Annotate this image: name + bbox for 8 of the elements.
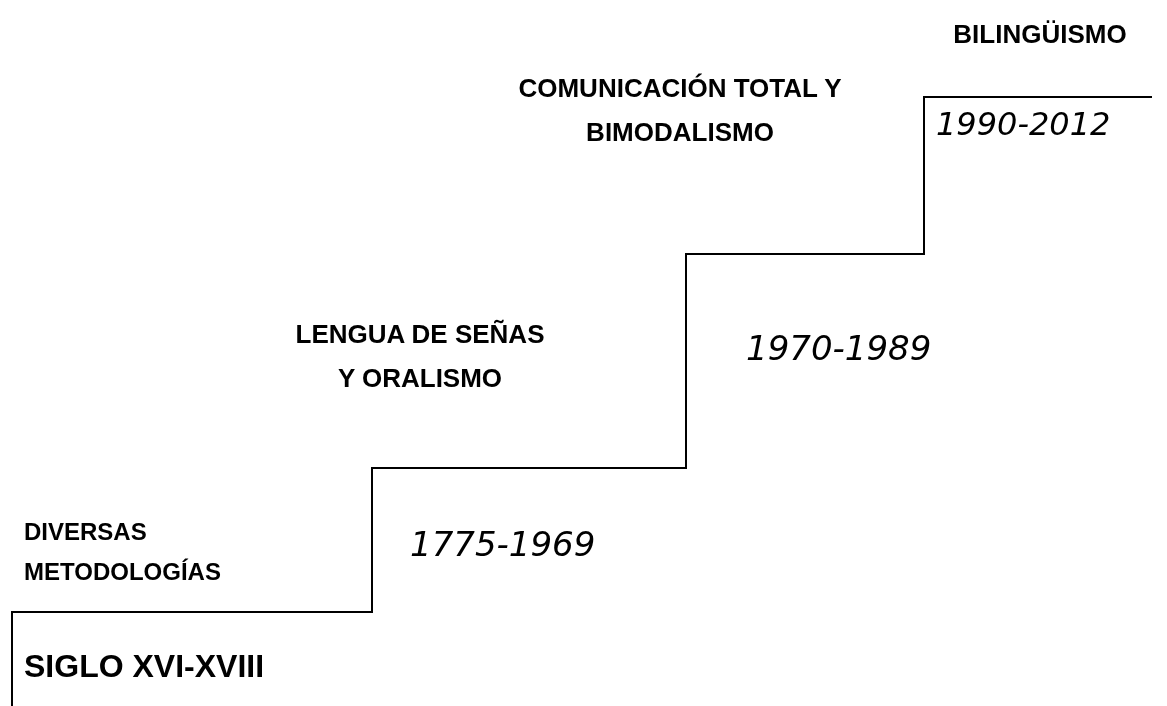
stage-heading: LENGUA DE SEÑAS Y ORALISMO — [294, 318, 546, 395]
stage-heading: DIVERSAS METODOLOGÍAS — [24, 517, 222, 587]
stage-heading: COMUNICACIÓN TOTAL Y BIMODALISMO — [517, 72, 843, 149]
date-range: 1990-2012 — [936, 104, 1112, 144]
date-range: 1775-1969 — [410, 523, 597, 566]
stage-heading: SIGLO XVI-XVIII — [24, 647, 266, 686]
date-range: 1970-1989 — [746, 327, 933, 370]
stage-heading: BILINGÜISMO — [952, 18, 1128, 50]
